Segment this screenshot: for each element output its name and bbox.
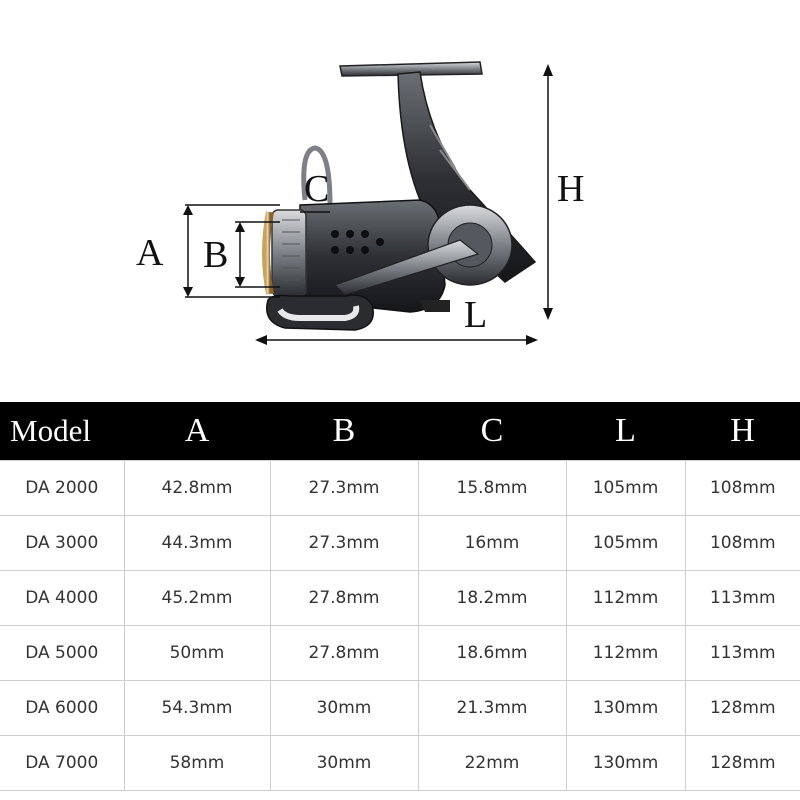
cell-h: 108mm [684,459,800,516]
dimension-arrows [183,64,553,345]
cell-c: 22mm [417,734,567,791]
table-header: Model A B C L H [0,402,800,460]
header-h: H [730,411,755,449]
specification-table: Model A B C L H DA 2000 42.8mm 27.3mm 15… [0,402,800,791]
table-row: DA 2000 42.8mm 27.3mm 15.8mm 105mm 108mm [0,459,800,516]
cell-a: 44.3mm [123,514,271,571]
header-c: C [480,411,504,449]
rod-foot [339,61,483,77]
cell-h: 108mm [684,514,800,571]
dimension-lines [185,72,549,341]
cell-c: 15.8mm [417,459,567,516]
dimension-label-a: A [136,232,164,274]
cell-c: 21.3mm [417,679,567,736]
table-row: DA 5000 50mm 27.8mm 18.6mm 112mm 113mm [0,624,800,681]
header-l: L [615,411,636,449]
cell-l: 105mm [565,514,686,571]
table-row: DA 6000 54.3mm 30mm 21.3mm 130mm 128mm [0,679,800,736]
cell-b: 27.8mm [269,569,419,626]
cell-b: 27.3mm [269,514,419,571]
header-model: Model [10,412,91,448]
cell-b: 27.8mm [269,624,419,681]
cell-model: DA 5000 [0,624,125,681]
dimension-label-h: H [557,168,585,210]
table-body: DA 2000 42.8mm 27.3mm 15.8mm 105mm 108mm… [0,459,800,791]
cell-c: 16mm [417,514,567,571]
cell-l: 112mm [565,569,686,626]
cell-b: 30mm [269,734,419,791]
cell-h: 128mm [684,679,800,736]
table-row: DA 3000 44.3mm 27.3mm 16mm 105mm 108mm [0,514,800,571]
cell-a: 50mm [123,624,271,681]
cell-l: 130mm [565,734,686,791]
cell-h: 128mm [684,734,800,791]
header-b: B [332,411,356,449]
cell-model: DA 7000 [0,734,125,791]
cell-a: 54.3mm [123,679,271,736]
reel-illustration [183,61,553,345]
rotor-holes [331,230,384,254]
cell-c: 18.6mm [417,624,567,681]
cell-c: 18.2mm [417,569,567,626]
cell-model: DA 3000 [0,514,125,571]
header-row: Model A B C L H [0,402,800,460]
cell-model: DA 6000 [0,679,125,736]
cell-h: 113mm [684,624,800,681]
cell-model: DA 2000 [0,459,125,516]
cell-model: DA 4000 [0,569,125,626]
handle-knob [266,294,374,331]
bail-wire [301,145,333,206]
cell-l: 112mm [565,624,686,681]
cell-a: 45.2mm [123,569,271,626]
cell-b: 27.3mm [269,459,419,516]
table-row: DA 4000 45.2mm 27.8mm 18.2mm 112mm 113mm [0,569,800,626]
dimension-label-l: L [464,294,488,336]
cell-l: 105mm [565,459,686,516]
header-a: A [184,411,210,449]
cell-a: 42.8mm [123,459,271,516]
reel-dimension-diagram: A B C L H [136,61,585,345]
table-row: DA 7000 58mm 30mm 22mm 130mm 128mm [0,734,800,791]
cell-l: 130mm [565,679,686,736]
cell-b: 30mm [269,679,419,736]
dimension-label-c: C [304,168,330,210]
dimension-label-b: B [203,234,229,276]
cell-h: 113mm [684,569,800,626]
handle-arm [333,239,480,296]
spool [271,209,307,297]
cell-a: 58mm [123,734,271,791]
